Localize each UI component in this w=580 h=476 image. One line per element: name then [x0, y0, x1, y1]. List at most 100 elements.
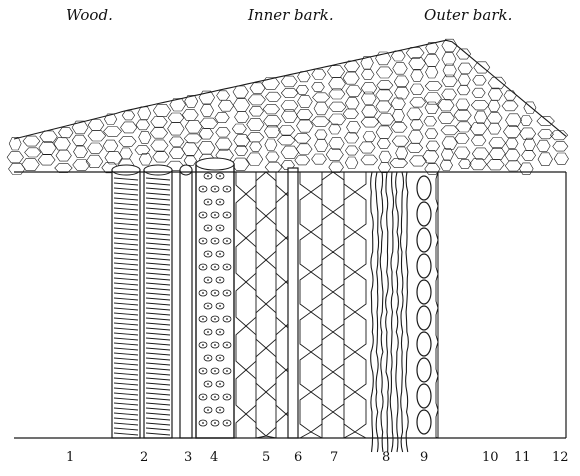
top-cell	[392, 136, 409, 146]
top-cell	[168, 122, 185, 135]
top-cell	[347, 122, 361, 134]
pit-dot	[207, 383, 209, 385]
pit-dot	[219, 357, 221, 359]
top-cell	[376, 67, 392, 78]
top-cell	[184, 134, 202, 143]
top-cell	[103, 140, 118, 151]
pit-dot	[226, 370, 228, 372]
top-cell	[409, 57, 426, 69]
top-cell	[200, 118, 218, 129]
pit-dot	[202, 344, 204, 346]
top-cell	[343, 72, 359, 84]
top-cell	[9, 163, 26, 174]
top-cell	[377, 81, 393, 90]
top-cell	[200, 105, 213, 117]
top-cell	[425, 129, 438, 139]
top-cell	[235, 145, 248, 155]
top-cell	[425, 102, 439, 114]
oval-cell	[417, 280, 431, 304]
top-cell	[456, 99, 470, 111]
pit-dot	[226, 396, 228, 398]
top-cell	[363, 132, 376, 142]
top-cell	[377, 139, 390, 149]
top-cell	[472, 148, 489, 160]
front-cell	[256, 216, 276, 260]
top-cell	[393, 63, 408, 74]
top-cell	[442, 89, 457, 100]
front-cell	[322, 252, 344, 292]
top-cell	[72, 135, 87, 145]
top-cell	[22, 158, 40, 170]
top-cell	[406, 47, 424, 58]
number-12: 12	[552, 450, 569, 465]
label-inner-bark: Inner bark.	[248, 6, 334, 24]
top-cell	[459, 159, 472, 168]
label-wood: Wood.	[66, 6, 113, 24]
top-cell	[119, 136, 136, 146]
pit-dot	[226, 266, 228, 268]
pit-dot	[202, 396, 204, 398]
pit-dot	[219, 253, 221, 255]
top-cell	[376, 89, 393, 101]
front-cell	[344, 392, 366, 432]
top-cell	[538, 153, 553, 166]
top-cell	[390, 158, 408, 167]
top-cell	[438, 99, 454, 111]
top-cell	[473, 75, 487, 85]
top-cell	[281, 88, 298, 97]
top-cell	[410, 84, 424, 95]
top-cell	[38, 155, 55, 165]
pit-dot	[219, 175, 221, 177]
front-cell	[300, 272, 322, 312]
top-cell	[454, 110, 471, 121]
top-cell	[362, 106, 378, 118]
top-cell	[425, 81, 442, 90]
top-cell	[470, 123, 488, 135]
top-cell	[392, 109, 404, 121]
pit-dot	[207, 227, 209, 229]
top-cell	[489, 138, 506, 149]
top-cell	[54, 138, 70, 151]
front-cell	[344, 352, 366, 392]
pit-dot	[219, 279, 221, 281]
top-cell	[345, 146, 358, 155]
top-cell	[457, 85, 470, 94]
top-cell	[554, 153, 568, 164]
front-cell	[300, 232, 322, 272]
bast-fiber	[371, 172, 374, 452]
top-cell	[504, 91, 517, 100]
oval-cell	[417, 384, 431, 408]
top-cell	[86, 155, 103, 168]
top-cell	[73, 160, 91, 171]
number-6: 6	[294, 450, 302, 465]
top-cell	[122, 111, 135, 120]
pit-dot	[226, 344, 228, 346]
top-cell	[313, 93, 330, 102]
top-cell	[410, 98, 426, 108]
top-cell	[326, 149, 343, 161]
top-cell	[456, 49, 470, 59]
oval-cell	[417, 176, 431, 200]
top-cell	[120, 148, 133, 159]
front-cell	[344, 172, 366, 192]
pit-dot	[214, 344, 216, 346]
bast-fiber	[376, 172, 379, 452]
top-cell	[139, 131, 151, 143]
top-cell	[265, 162, 282, 172]
top-cell	[247, 118, 264, 130]
top-cell	[391, 122, 407, 132]
top-cell	[23, 136, 40, 146]
top-cell	[297, 119, 314, 132]
pit-dot	[214, 422, 216, 424]
top-cell	[25, 148, 41, 157]
bast-fiber	[386, 172, 389, 452]
top-cell	[361, 70, 374, 80]
top-cell	[59, 128, 74, 138]
front-cell	[236, 172, 256, 194]
number-8: 8	[382, 450, 390, 465]
top-cell	[312, 154, 327, 164]
top-cell	[487, 159, 504, 170]
top-cell	[216, 128, 231, 137]
bast-fiber	[406, 172, 409, 452]
top-cell	[217, 91, 230, 100]
